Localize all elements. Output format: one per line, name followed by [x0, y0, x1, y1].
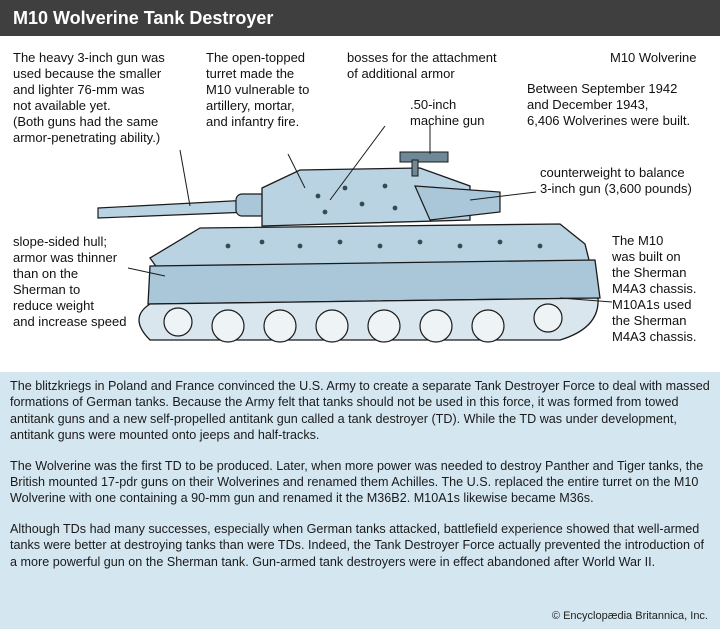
- label-counterweight: counterweight to balance 3-inch gun (3,6…: [540, 165, 692, 196]
- paragraph-3: Although TDs had many successes, especia…: [10, 521, 704, 569]
- label-chassis: The M10 was built on the Sherman M4A3 ch…: [612, 233, 697, 344]
- label-built: Between September 1942 and December 1943…: [527, 81, 691, 128]
- description-panel: The blitzkriegs in Poland and France con…: [0, 372, 720, 629]
- road-wheels: [163, 303, 563, 343]
- leader-lines: [127, 124, 613, 303]
- tank-illustration: [97, 124, 613, 343]
- label-gun: The heavy 3-inch gun was used because th…: [13, 50, 165, 145]
- paragraph-1: The blitzkriegs in Poland and France con…: [10, 379, 710, 443]
- label-bosses: bosses for the attachment of additional …: [347, 50, 497, 81]
- copyright-credit: © Encyclopædia Britannica, Inc.: [551, 610, 708, 622]
- gun-barrel: [97, 199, 251, 219]
- label-machine-gun: .50-inch machine gun: [410, 97, 485, 128]
- turret: [261, 167, 471, 227]
- armor-bosses: [225, 183, 543, 249]
- lower-hull: [147, 259, 601, 305]
- page-title: M10 Wolverine Tank Destroyer: [0, 0, 720, 36]
- tank-diagram: The heavy 3-inch gun was used because th…: [0, 36, 720, 372]
- paragraph-2: The Wolverine was the first TD to be pro…: [10, 458, 704, 506]
- label-name: M10 Wolverine: [610, 50, 697, 65]
- counterweight: [414, 185, 501, 221]
- label-turret: The open-topped turret made the M10 vuln…: [206, 50, 310, 129]
- label-hull: slope-sided hull; armor was thinner than…: [13, 234, 127, 329]
- machine-gun: [399, 151, 449, 163]
- track: [138, 297, 599, 341]
